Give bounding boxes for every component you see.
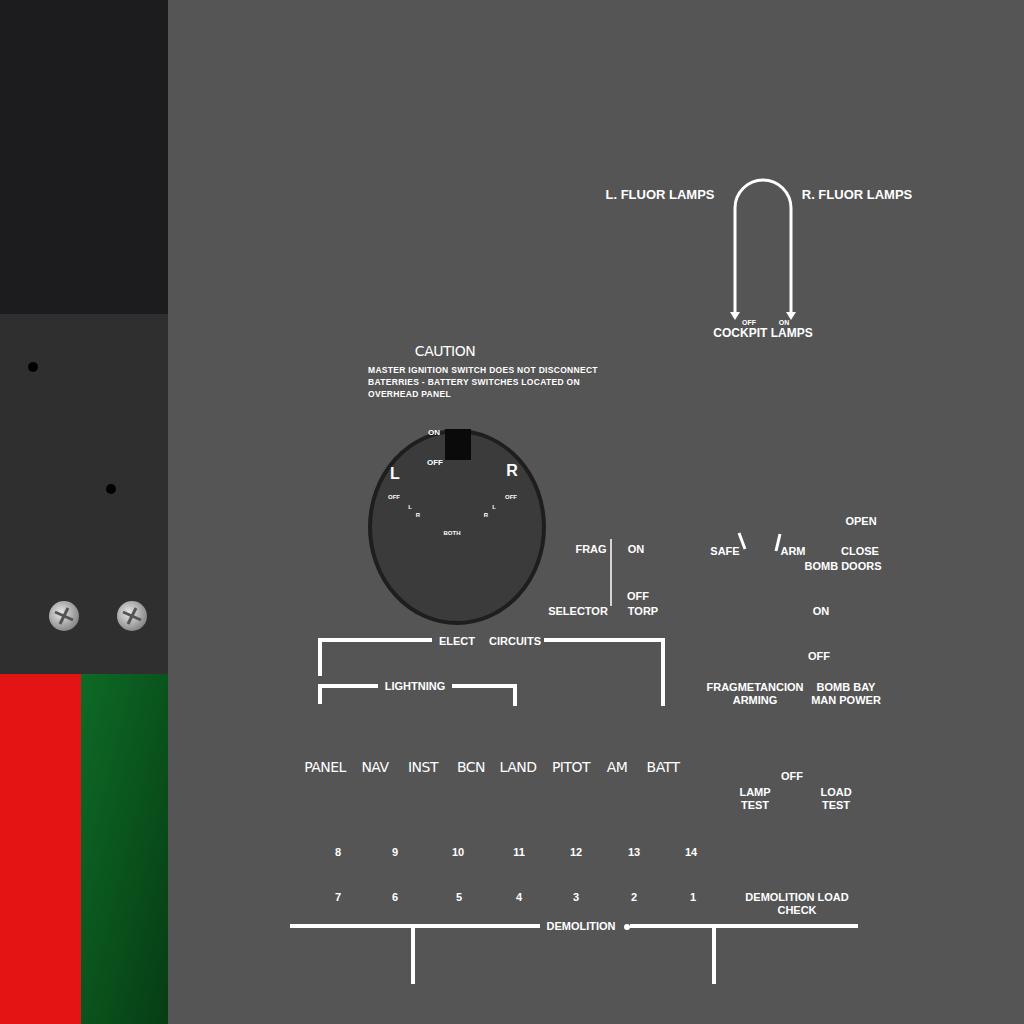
- panel-label: LOAD TEST: [815, 786, 857, 811]
- rivet-hole: [106, 484, 116, 494]
- ignition-dial: ONOFFLROFFLROFFLRBOTH: [368, 429, 546, 625]
- dial-position: L: [492, 504, 496, 511]
- fluor-arch: [735, 180, 791, 314]
- panel-label: DEMOLITION: [543, 920, 618, 933]
- panel-label: COCKPIT LAMPS: [713, 327, 812, 341]
- dot: [624, 924, 630, 930]
- dial-position: L: [390, 465, 400, 483]
- dark-plate: [0, 314, 168, 674]
- callout-number: 11: [513, 846, 525, 859]
- callout-number: 4: [516, 891, 522, 904]
- panel-label: OPEN: [845, 515, 876, 528]
- panel-label: CLOSE: [841, 545, 879, 558]
- panel-label: LAND: [500, 759, 537, 775]
- panel-label: BATT: [647, 759, 680, 775]
- callout-number: 12: [570, 846, 582, 859]
- screw: [117, 601, 147, 631]
- dial-position: OFF: [505, 494, 517, 501]
- callout-number: 6: [392, 891, 398, 904]
- callout-number: 13: [628, 846, 640, 859]
- panel-label: ON: [628, 543, 645, 556]
- panel-label: MASTER IGNITION SWITCH DOES NOT DISCONNE…: [368, 364, 600, 400]
- panel-label: BOMB BAY MAN POWER: [808, 681, 884, 706]
- dial-position: BOTH: [444, 530, 461, 537]
- dial-position: ON: [428, 428, 440, 437]
- panel-label: LAMP TEST: [734, 786, 776, 811]
- panel-label: NAV: [361, 759, 388, 775]
- panel-label: CAUTION: [415, 343, 475, 359]
- panel-label: AM: [607, 759, 628, 775]
- dial-position: R: [506, 462, 518, 480]
- panel-label: DEMOLITION LOAD CHECK: [739, 891, 855, 916]
- panel-label: OFF: [742, 319, 756, 327]
- panel-label: BCN: [457, 759, 485, 775]
- panel-label: R. FLUOR LAMPS: [802, 188, 913, 203]
- panel-label: SELECTOR: [548, 605, 608, 618]
- panel-label: FRAG: [575, 543, 606, 556]
- panel-label: FRAGMETANCION ARMING: [703, 681, 807, 706]
- callout-number: 3: [573, 891, 579, 904]
- arrow-head: [730, 312, 796, 320]
- dial-outline: [368, 429, 546, 625]
- callout-number: 8: [335, 846, 341, 859]
- black-strip: [0, 0, 168, 314]
- panel-label: L. FLUOR LAMPS: [605, 188, 714, 203]
- red-band: [0, 674, 81, 1024]
- panel-label: TORP: [628, 605, 658, 618]
- rivet-hole: [28, 362, 38, 372]
- green-band: [81, 674, 168, 1024]
- divider: [610, 539, 612, 606]
- callout-number: 7: [335, 891, 341, 904]
- panel-label: ELECT: [439, 635, 475, 648]
- dial-pointer: [445, 429, 471, 460]
- switch-mark: [776, 534, 780, 551]
- panel-label: OFF: [808, 650, 830, 663]
- dial-position: OFF: [427, 458, 443, 467]
- panel-label: OFF: [781, 770, 803, 783]
- panel-label: CIRCUITS: [489, 635, 541, 648]
- panel-label: ON: [813, 605, 830, 618]
- callout-number: 9: [392, 846, 398, 859]
- dial-position: OFF: [388, 494, 400, 501]
- switch-mark: [739, 533, 745, 549]
- callout-number: 10: [452, 846, 464, 859]
- bracket: [290, 640, 858, 984]
- callout-number: 1: [690, 891, 696, 904]
- dial-position: R: [416, 512, 420, 519]
- callout-number: 14: [685, 846, 697, 859]
- panel-label: PITOT: [552, 759, 590, 775]
- panel-label: LIGHTNING: [385, 680, 446, 693]
- dial-position: R: [484, 512, 488, 519]
- panel-label: INST: [408, 759, 438, 775]
- callout-number: 2: [631, 891, 637, 904]
- dial-position: L: [408, 504, 412, 511]
- panel-label: ARM: [780, 545, 805, 558]
- panel-label: OFF: [627, 590, 649, 603]
- panel-label: SAFE: [710, 545, 739, 558]
- panel-label: BOMB DOORS: [805, 560, 882, 573]
- panel-label: ON: [779, 319, 790, 327]
- screw: [49, 601, 79, 631]
- callout-number: 5: [456, 891, 462, 904]
- panel-label: PANEL: [304, 759, 346, 775]
